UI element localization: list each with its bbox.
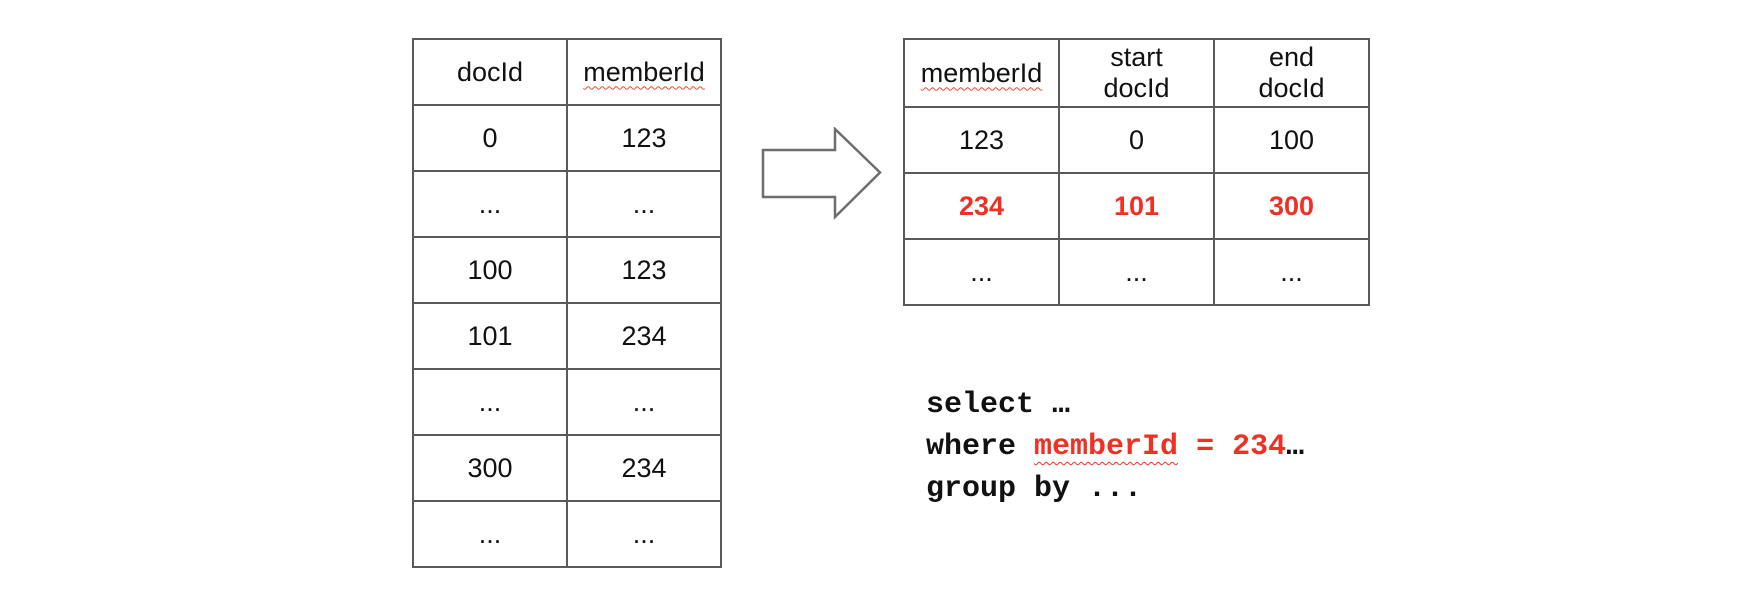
table-row: ... ... ...	[903, 238, 1370, 306]
table-cell: ...	[412, 368, 568, 436]
table-cell: ...	[903, 238, 1060, 306]
doc-member-table: docId memberId 0 123 ... ... 100 123 101…	[412, 38, 722, 568]
table-row: ... ...	[412, 368, 722, 436]
sql-keyword-groupby: group by ...	[926, 472, 1143, 506]
table-cell: 123	[566, 236, 722, 304]
column-header-docid: docId	[412, 38, 568, 106]
code-line-where: where memberId = 234…	[926, 426, 1304, 468]
table-row: 123 0 100	[903, 106, 1370, 174]
sql-keyword-where: where	[926, 430, 1035, 464]
table-cell: ...	[412, 500, 568, 568]
sql-comparison-value: = 234	[1178, 430, 1287, 464]
table-header-row: memberId start docId end docId	[903, 38, 1370, 108]
table-cell: ...	[1213, 238, 1370, 306]
table-cell: ...	[1058, 238, 1215, 306]
table-row-highlighted: 234 101 300	[903, 172, 1370, 240]
table-cell: 100	[412, 236, 568, 304]
table-cell: 234	[566, 434, 722, 502]
column-header-start-docid: start docId	[1058, 38, 1215, 108]
table-cell: ...	[566, 500, 722, 568]
table-cell: 100	[1213, 106, 1370, 174]
table-cell: 300	[412, 434, 568, 502]
column-header-label: end docId	[1258, 42, 1325, 103]
table-row: 0 123	[412, 104, 722, 172]
ellipsis-text: …	[1034, 388, 1071, 422]
table-cell: 0	[1058, 106, 1215, 174]
table-cell: 123	[903, 106, 1060, 174]
table-row: 100 123	[412, 236, 722, 304]
column-header-memberid: memberId	[566, 38, 722, 106]
table-header-row: docId memberId	[412, 38, 722, 106]
table-cell: ...	[566, 368, 722, 436]
column-header-label: start docId	[1103, 42, 1170, 103]
column-header-label: docId	[456, 56, 524, 87]
table-cell: ...	[412, 170, 568, 238]
table-cell: 101	[412, 302, 568, 370]
table-row: ... ...	[412, 500, 722, 568]
right-arrow-icon	[761, 127, 882, 220]
table-cell: 101	[1058, 172, 1215, 240]
column-header-memberid: memberId	[903, 38, 1060, 108]
table-cell: 234	[566, 302, 722, 370]
table-cell: 0	[412, 104, 568, 172]
member-range-table: memberId start docId end docId 123 0 100…	[903, 38, 1370, 306]
column-header-label: memberId	[920, 57, 1043, 88]
table-cell: 234	[903, 172, 1060, 240]
column-header-label: memberId	[583, 56, 705, 87]
table-cell: 300	[1213, 172, 1370, 240]
table-row: 101 234	[412, 302, 722, 370]
sql-keyword-select: select	[926, 388, 1035, 422]
table-row: 300 234	[412, 434, 722, 502]
ellipsis-text: …	[1286, 430, 1305, 464]
code-line-select: select …	[926, 384, 1304, 426]
sql-field-memberid: memberId	[1034, 430, 1179, 464]
table-cell: 123	[566, 104, 722, 172]
table-row: ... ...	[412, 170, 722, 238]
sql-query-code: select … where memberId = 234… group by …	[926, 384, 1304, 510]
column-header-end-docid: end docId	[1213, 38, 1370, 108]
table-cell: ...	[566, 170, 722, 238]
code-line-groupby: group by ...	[926, 468, 1304, 510]
